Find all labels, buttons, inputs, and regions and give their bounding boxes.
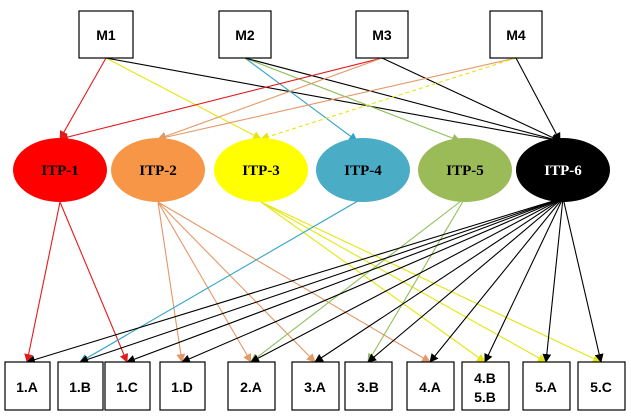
target-label-1b: 1.B (69, 379, 91, 395)
itp-label-4: ITP-4 (344, 163, 382, 179)
edge-itp5-to-3b (367, 197, 466, 363)
target-node-1a[interactable]: 1.A (4, 361, 51, 411)
edge-itp1-to-1a (24, 201, 61, 363)
itp-label-1: ITP-1 (41, 163, 79, 179)
edge-m4-to-itp2 (157, 57, 517, 142)
target-node-3a[interactable]: 3.A (291, 361, 340, 411)
itp-node-5[interactable]: ITP-5 (418, 138, 512, 202)
edge-itp6-to-1a (26, 197, 564, 364)
measure-label-m1: M1 (96, 27, 116, 43)
edge-itp2-to-2a (157, 201, 252, 363)
target-node-2a[interactable]: 2.A (227, 361, 276, 411)
itp-label-3: ITP-3 (242, 163, 280, 179)
edge-itp1-to-1c (59, 201, 128, 363)
target-label-4b: 4.B (474, 370, 496, 386)
measure-node-m2[interactable]: M2 (218, 10, 272, 59)
target-label-3a: 3.A (304, 379, 326, 395)
itp-label-5: ITP-5 (446, 163, 484, 179)
edge-m1-to-itp3 (105, 57, 262, 140)
measure-label-m3: M3 (372, 27, 392, 43)
edge-m2-to-itp4 (244, 57, 358, 142)
edge-m4-to-itp3 (260, 57, 517, 141)
edge-itp6-to-2a (250, 197, 564, 363)
edge-itp6-to-4b5b (484, 197, 564, 363)
measure-label-m2: M2 (235, 27, 255, 43)
edge-m3-to-itp1 (59, 57, 383, 142)
target-node-4a[interactable]: 4.A (406, 361, 455, 411)
target-label-5b: 5.B (474, 389, 496, 405)
target-node-5a[interactable]: 5.A (522, 361, 571, 411)
target-node-3b[interactable]: 3.B (344, 361, 393, 411)
itp-node-3[interactable]: ITP-3 (214, 138, 308, 202)
edge-itp6-to-3a (314, 197, 564, 363)
target-node-1d[interactable]: 1.D (159, 361, 206, 411)
edge-m2-to-itp6 (244, 57, 561, 144)
edge-itp6-to-1c (126, 197, 564, 364)
edge-itp2-to-4a (157, 201, 431, 363)
edge-itp2-to-1d (157, 201, 186, 363)
edge-itp6-to-5a (542, 197, 564, 363)
edge-itp6-to-1d (181, 197, 564, 363)
target-label-5a: 5.A (535, 379, 557, 395)
measure-node-m4[interactable]: M4 (489, 10, 543, 59)
edge-itp3-to-4b5b (260, 201, 486, 363)
edge-itp6-to-5c (562, 197, 604, 363)
itp-node-2[interactable]: ITP-2 (111, 138, 205, 202)
measure-node-m3[interactable]: M3 (355, 10, 409, 59)
itp-node-6[interactable]: ITP-6 (516, 138, 610, 202)
target-label-5c: 5.C (590, 379, 612, 395)
edge-m3-to-itp6 (381, 57, 561, 142)
itp-label-6: ITP-6 (544, 163, 582, 179)
nodes-layer: M1 M2 M3 M4 ITP-1 ITP-2 (4, 10, 626, 411)
target-label-2a: 2.A (240, 379, 262, 395)
edge-itp4-to-1b (79, 197, 364, 363)
target-node-1b[interactable]: 1.B (57, 361, 104, 411)
target-node-4b-5b[interactable]: 4.B 5.B (461, 361, 510, 411)
edges-layer (24, 57, 604, 364)
itp-node-4[interactable]: ITP-4 (316, 138, 410, 202)
target-label-1c: 1.C (116, 379, 138, 395)
target-label-1d: 1.D (171, 379, 193, 395)
itp-label-2: ITP-2 (139, 163, 177, 179)
edge-itp6-to-1b (79, 197, 564, 364)
target-label-1a: 1.A (16, 379, 38, 395)
edge-itp5-to-2a (250, 197, 466, 363)
edge-itp6-to-3b (367, 197, 564, 363)
edge-itp6-to-4a (429, 197, 564, 363)
target-label-3b: 3.B (357, 379, 379, 395)
edge-itp3-to-5c (260, 201, 602, 363)
edge-m2-to-itp5 (244, 57, 461, 143)
edge-m1-to-itp1 (59, 57, 107, 140)
measure-label-m4: M4 (506, 27, 526, 43)
edge-m3-to-itp2 (157, 57, 383, 141)
target-label-4a: 4.A (419, 379, 441, 395)
itp-node-1[interactable]: ITP-1 (13, 138, 107, 202)
target-node-1c[interactable]: 1.C (104, 361, 151, 411)
edge-itp2-to-3a (157, 201, 316, 363)
measure-node-m1[interactable]: M1 (78, 10, 134, 59)
edge-m4-to-itp6 (515, 57, 561, 142)
target-node-5c[interactable]: 5.C (577, 361, 626, 411)
